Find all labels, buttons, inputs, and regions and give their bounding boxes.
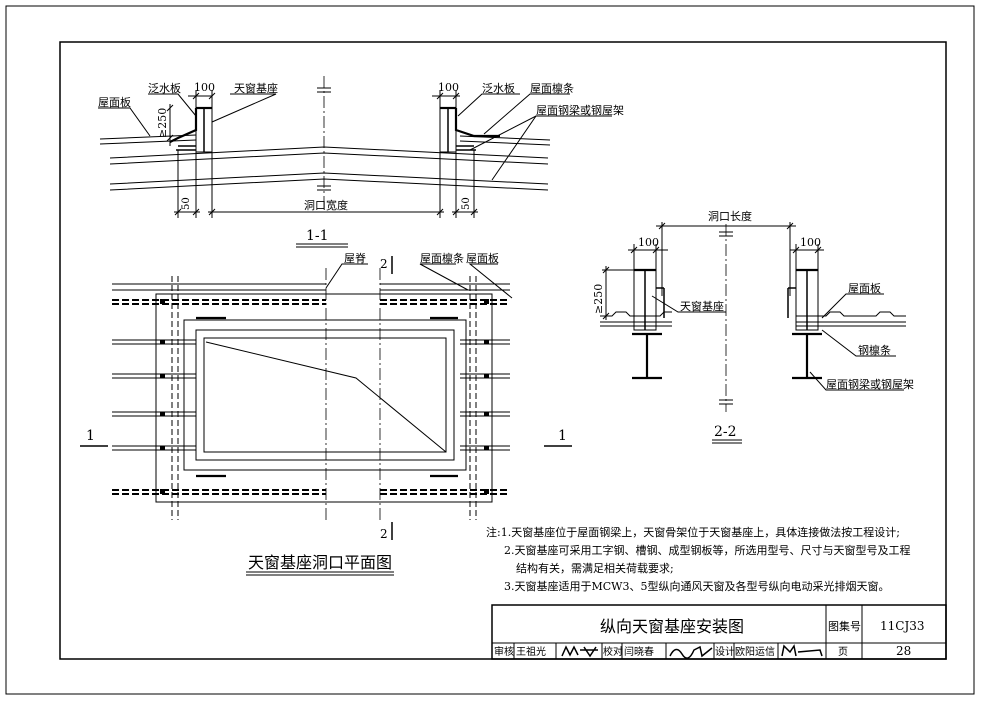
dim-50-left: 50 xyxy=(181,197,192,210)
label-beam-right: 屋面钢梁或钢屋架 xyxy=(536,103,624,117)
label-base-2: 天窗基座 xyxy=(680,299,724,313)
note-line-3: 结构有关，需满足相关荷载要求; xyxy=(516,561,674,575)
cut-mark-2-bottom: 2 xyxy=(380,527,388,541)
page-label: 页 xyxy=(838,646,848,658)
dim-50-right: 50 xyxy=(461,197,472,210)
dim-250-2: ≥250 xyxy=(592,284,605,314)
label-purlin-plan: 屋面檩条 xyxy=(420,251,464,265)
label-purlin-2: 钢檩条 xyxy=(858,343,891,357)
cut-mark-1-right: 1 xyxy=(558,428,567,444)
atlas-number: 11CJ33 xyxy=(880,619,925,633)
inner-border xyxy=(59,41,947,660)
label-flashing-left: 泛水板 xyxy=(148,81,181,95)
reviewer-name: 王祖光 xyxy=(516,645,546,658)
note-line-4: 3.天窗基座适用于MCW3、5型纵向通风天窗及各型号纵向电动采光排烟天窗。 xyxy=(504,579,889,593)
label-roof-board-plan: 屋面板 xyxy=(466,251,499,265)
section-2-2 xyxy=(600,222,906,444)
section-2-2-title: 2-2 xyxy=(714,424,737,440)
signature-reviewer xyxy=(561,645,598,658)
label-ridge: 屋脊 xyxy=(344,251,366,265)
design-label: 设计 xyxy=(715,645,735,658)
plan-title: 天窗基座洞口平面图 xyxy=(248,553,392,572)
dim-250-left: ≥250 xyxy=(156,108,169,138)
plan-view xyxy=(80,256,572,576)
dim-opening-length: 洞口长度 xyxy=(708,209,752,223)
dim-100-left: 100 xyxy=(194,81,215,94)
label-beam-2: 屋面钢梁或钢屋架 xyxy=(826,377,914,391)
dim-100-right-2: 100 xyxy=(800,236,821,249)
notes: 注:1.天窗基座位于屋面钢梁上，天窗骨架位于天窗基座上，具体连接做法按工程设计;… xyxy=(486,525,911,593)
label-base-left: 天窗基座 xyxy=(234,81,278,95)
signature-designer xyxy=(781,644,823,657)
cut-mark-2-top: 2 xyxy=(380,257,388,271)
dim-opening-width: 洞口宽度 xyxy=(304,198,348,212)
dim-100-left-2: 100 xyxy=(638,236,659,249)
drawing-title: 纵向天窗基座安装图 xyxy=(600,617,744,636)
atlas-label: 图集号 xyxy=(828,619,861,633)
section-1-1 xyxy=(98,76,612,248)
designer-name: 欧阳运信 xyxy=(735,646,775,658)
page-number: 28 xyxy=(896,644,911,658)
note-line-2: 2.天窗基座可采用工字钢、槽钢、成型钢板等，所选用型号、尺寸与天窗型号及工程 xyxy=(504,543,911,557)
label-flashing-right: 泛水板 xyxy=(482,81,515,95)
label-purlin-right: 屋面檩条 xyxy=(530,81,574,95)
dim-100-right: 100 xyxy=(438,81,459,94)
label-roof-board-2: 屋面板 xyxy=(848,281,881,295)
checker-name: 闫晓春 xyxy=(624,645,654,658)
outer-border xyxy=(5,5,975,695)
label-roof-board-left: 屋面板 xyxy=(98,95,131,109)
signature-checker xyxy=(669,645,713,659)
cut-mark-1-left: 1 xyxy=(86,428,95,444)
review-label: 审核 xyxy=(494,645,514,658)
check-label: 校对 xyxy=(603,645,623,658)
note-line-1: 注:1.天窗基座位于屋面钢梁上，天窗骨架位于天窗基座上，具体连接做法按工程设计; xyxy=(486,525,900,539)
section-1-1-title: 1-1 xyxy=(306,228,329,244)
title-block xyxy=(491,604,947,660)
